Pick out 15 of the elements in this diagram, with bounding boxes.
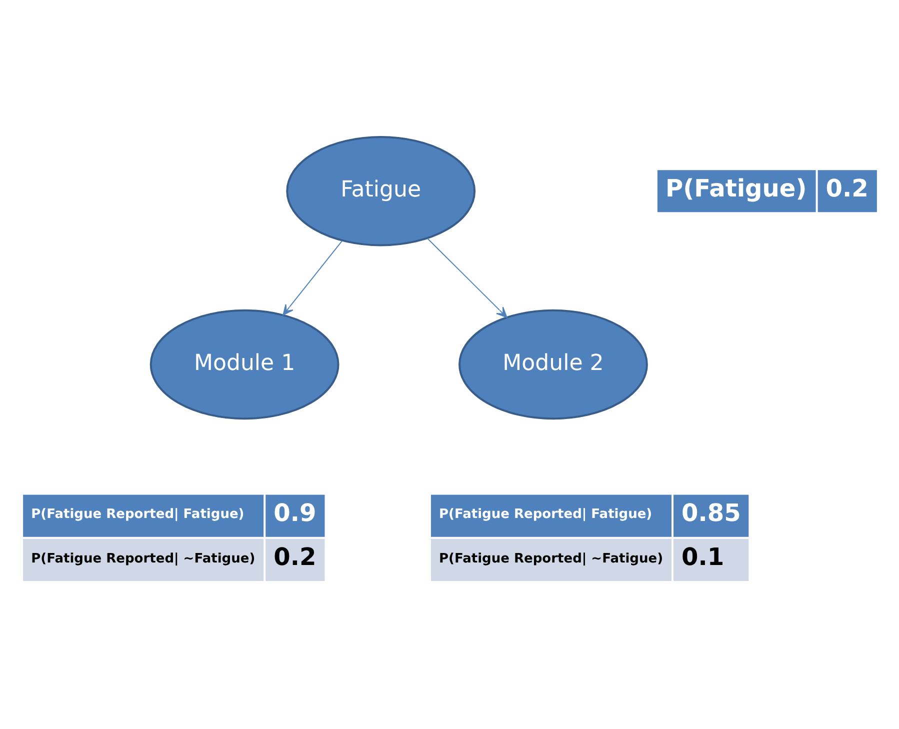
label: P(Fatigue Reported| ~Fatigue)	[438, 551, 664, 566]
label: 0.1	[682, 543, 724, 572]
label: 0.85	[682, 499, 741, 528]
label: P(Fatigue Reported| ~Fatigue)	[31, 551, 256, 566]
node-ellipse: Module 2	[458, 309, 648, 420]
node-ellipse: Fatigue	[286, 136, 476, 246]
label: 0.2	[826, 174, 868, 202]
label: P(Fatigue Reported| Fatigue)	[31, 507, 244, 522]
arrow	[282, 240, 343, 316]
label: 0.9	[274, 499, 316, 528]
label: P(Fatigue)	[665, 174, 807, 202]
arrow	[427, 238, 508, 318]
node-ellipse: Module 1	[150, 309, 340, 420]
label: 0.2	[274, 543, 316, 572]
label: P(Fatigue Reported| Fatigue)	[438, 507, 652, 522]
